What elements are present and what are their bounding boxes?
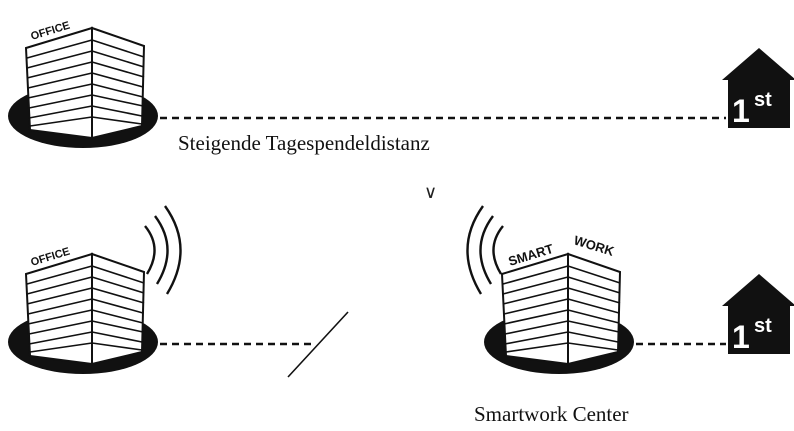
home-icon-top: 1 st <box>722 48 794 129</box>
home-suffix-top: st <box>754 89 772 111</box>
home-suffix-bottom: st <box>754 315 772 337</box>
caption-bottom: Smartwork Center <box>474 402 629 426</box>
path-break-slash <box>287 311 349 378</box>
smartwork-building: SMART WORK <box>483 233 635 375</box>
home-number-bottom: 1 <box>732 319 750 355</box>
home-number-top: 1 <box>732 93 750 129</box>
wifi-signal-smartwork-icon <box>466 204 505 296</box>
smartwork-sign-right: WORK <box>572 233 616 260</box>
office-building-top: OFFICE <box>7 20 159 149</box>
wifi-signal-office-icon <box>143 204 182 296</box>
caption-top: Steigende Tagespendeldistanz <box>178 131 430 155</box>
office-building-bottom: OFFICE <box>7 246 159 375</box>
or-operator: ∨ <box>424 182 437 202</box>
home-icon-bottom: 1 st <box>722 274 794 355</box>
